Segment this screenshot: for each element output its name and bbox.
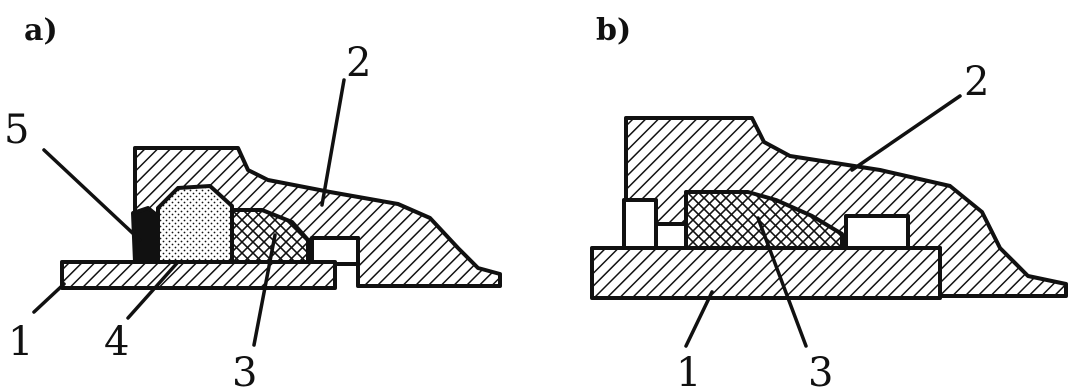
panel-a-leader-3 (252, 233, 277, 347)
panel-b-callout-2: 2 (964, 59, 989, 105)
panel-a-leader-1 (32, 282, 66, 314)
panel-a-leader-5 (42, 148, 142, 242)
panel-a-callout-3: 3 (232, 350, 257, 389)
panel-a-callout-5: 5 (4, 107, 29, 153)
panel-a: a) 5 2 1 4 3 (4, 13, 502, 389)
panel-b-base-part-1 (590, 246, 942, 300)
panel-b-label: b) (596, 13, 631, 48)
panel-a-element-part-4 (156, 184, 234, 264)
panel-b-spacer-right (844, 214, 910, 250)
panel-b: b) 2 1 3 (590, 13, 1068, 389)
panel-b-element-part-3 (684, 190, 844, 250)
panel-a-base-part-1 (60, 260, 337, 290)
panel-a-callout-1: 1 (8, 319, 33, 365)
panel-b-leader-2 (850, 94, 962, 172)
panel-a-leader-2 (320, 78, 346, 207)
panel-a-label: a) (24, 13, 58, 48)
panel-a-callout-2: 2 (346, 40, 371, 86)
panel-a-callout-4: 4 (104, 319, 129, 365)
panel-b-callout-1: 1 (676, 350, 701, 389)
panel-b-spacer-left (622, 198, 658, 250)
panel-b-leader-1 (684, 290, 714, 348)
panel-b-leader-3 (756, 216, 808, 348)
panel-b-callout-3: 3 (808, 350, 833, 389)
panel-b-spacer-inner (654, 222, 688, 250)
panel-a-leader-4 (126, 260, 180, 320)
